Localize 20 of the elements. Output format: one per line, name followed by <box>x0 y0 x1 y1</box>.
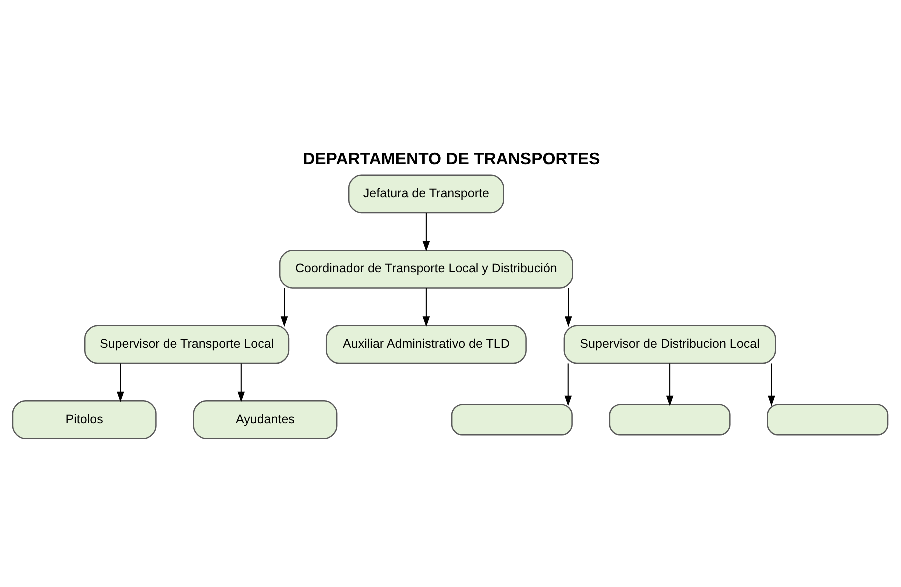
node-box: Pitolos <box>12 400 157 440</box>
arrow <box>564 288 572 328</box>
node-box: Jefatura de Transporte <box>348 174 504 214</box>
node-box: Coordinador de Transporte Local y Distribución <box>279 250 574 289</box>
node-box: Ayudantes <box>193 400 338 440</box>
node-box: Supervisor de Transporte Local <box>84 325 290 364</box>
arrow <box>564 364 572 406</box>
arrow <box>280 288 288 328</box>
node-box <box>609 404 731 436</box>
arrow <box>422 288 430 328</box>
arrow <box>238 364 246 402</box>
node-box: Supervisor de Distribucion Local <box>564 325 776 364</box>
node-box <box>451 404 573 436</box>
arrow <box>422 213 430 252</box>
arrow <box>117 364 124 402</box>
arrow <box>768 364 776 406</box>
node-box: Auxiliar Administrativo de TLD <box>326 325 527 364</box>
node-box <box>767 404 889 436</box>
diagram-title: DEPARTAMENTO DE TRANSPORTES <box>303 150 600 169</box>
arrow <box>666 364 674 406</box>
